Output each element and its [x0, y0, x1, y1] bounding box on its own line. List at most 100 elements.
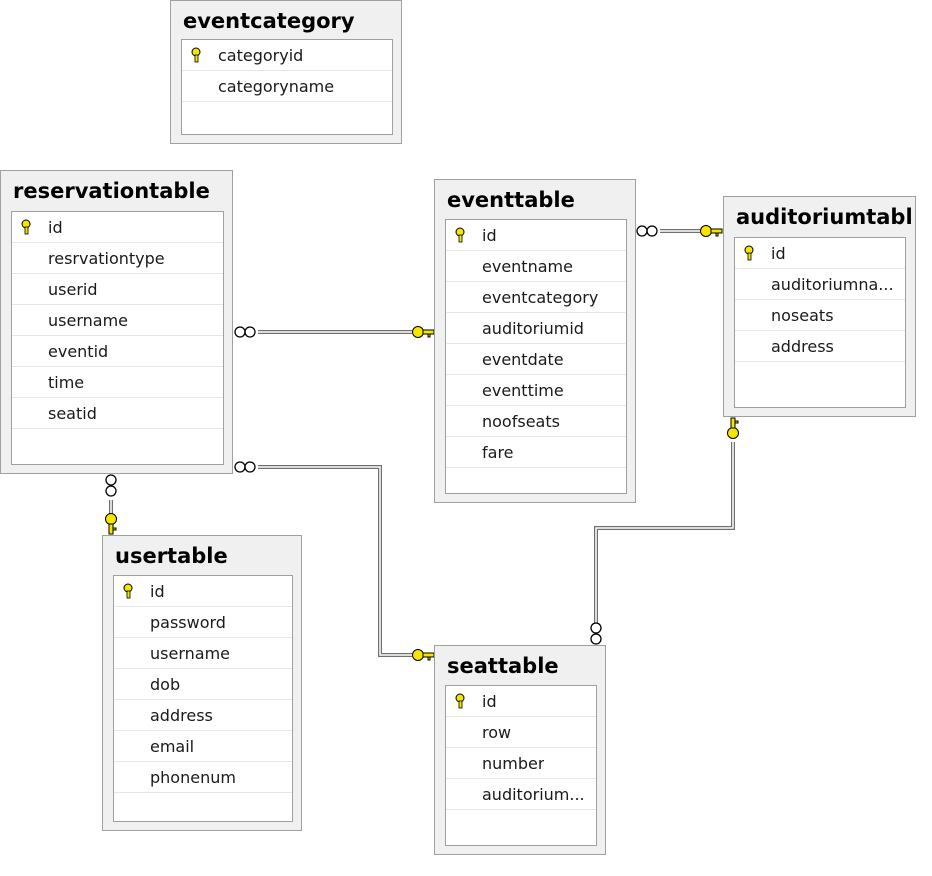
column-list: id eventname eventcategory auditoriumid … [445, 219, 627, 494]
table-seattable[interactable]: seattable id row number auditorium... [434, 645, 606, 855]
column-name: id [771, 244, 786, 263]
column-name: email [150, 737, 195, 756]
column-row[interactable]: time [12, 367, 223, 398]
column-name: phonenum [150, 768, 236, 787]
column-row[interactable]: password [114, 607, 292, 638]
table-title: eventtable [447, 188, 575, 212]
column-name: auditoriumid [482, 319, 584, 338]
column-row[interactable]: id [446, 686, 596, 717]
table-auditoriumtable[interactable]: auditoriumtabl id auditoriumna... noseat… [723, 196, 916, 417]
primary-key-icon [735, 238, 767, 269]
column-list: id row number auditorium... [445, 685, 597, 846]
table-eventcategory[interactable]: eventcategory categoryid categoryname [170, 0, 402, 144]
primary-key-icon [446, 220, 478, 251]
column-row[interactable]: id [114, 576, 292, 607]
column-row[interactable]: resrvationtype [12, 243, 223, 274]
column-row[interactable]: userid [12, 274, 223, 305]
column-list: id password username dob address email p… [113, 575, 293, 822]
column-list: id auditoriumna... noseats address [734, 237, 906, 408]
column-name: eventcategory [482, 288, 599, 307]
key-end-icon [412, 326, 435, 338]
infinity-icon [234, 326, 256, 338]
column-name: noofseats [482, 412, 560, 431]
column-name: address [771, 337, 834, 356]
column-row[interactable]: number [446, 748, 596, 779]
column-row[interactable]: noofseats [446, 406, 626, 437]
infinity-icon [636, 225, 658, 237]
column-name: auditoriumna... [771, 275, 894, 294]
column-row[interactable]: dob [114, 669, 292, 700]
column-row[interactable]: address [114, 700, 292, 731]
column-name: fare [482, 443, 514, 462]
column-row[interactable]: noseats [735, 300, 905, 331]
column-name: eventdate [482, 350, 564, 369]
infinity-icon [105, 474, 117, 497]
column-row[interactable]: eventid [12, 336, 223, 367]
table-usertable[interactable]: usertable id password username dob addre… [102, 535, 302, 831]
key-end-icon [700, 225, 723, 237]
column-row[interactable]: username [12, 305, 223, 336]
column-row[interactable]: fare [446, 437, 626, 468]
column-name: noseats [771, 306, 834, 325]
column-name: username [150, 644, 230, 663]
column-name: time [48, 373, 85, 392]
table-title: eventcategory [183, 9, 355, 33]
primary-key-icon [446, 686, 478, 717]
column-row[interactable]: categoryid [182, 40, 392, 71]
column-row[interactable]: categoryname [182, 71, 392, 102]
column-row[interactable]: id [446, 220, 626, 251]
column-row[interactable]: row [446, 717, 596, 748]
key-end-icon [727, 417, 739, 439]
column-list: categoryid categoryname [181, 39, 393, 135]
column-row[interactable]: auditoriumid [446, 313, 626, 344]
primary-key-icon [114, 576, 146, 607]
table-title: reservationtable [13, 179, 210, 203]
table-reservationtable[interactable]: reservationtable id resrvationtype useri… [0, 170, 233, 474]
table-title: auditoriumtabl [736, 205, 913, 229]
column-row[interactable]: eventdate [446, 344, 626, 375]
column-row[interactable]: eventcategory [446, 282, 626, 313]
column-row[interactable]: id [735, 238, 905, 269]
column-row[interactable]: eventname [446, 251, 626, 282]
column-name: eventtime [482, 381, 564, 400]
column-name: eventname [482, 257, 573, 276]
key-end-icon [412, 649, 435, 661]
column-name: address [150, 706, 213, 725]
column-name: categoryname [218, 77, 335, 96]
column-name: id [482, 692, 497, 711]
key-end-icon [105, 513, 117, 535]
column-name: id [150, 582, 165, 601]
column-name: categoryid [218, 46, 304, 65]
table-title: seattable [447, 654, 559, 678]
column-name: resrvationtype [48, 249, 165, 268]
column-name: userid [48, 280, 98, 299]
table-title: usertable [115, 544, 228, 568]
column-row[interactable]: username [114, 638, 292, 669]
column-name: auditorium... [482, 785, 585, 804]
column-name: dob [150, 675, 181, 694]
column-name: seatid [48, 404, 97, 423]
infinity-icon [234, 461, 256, 473]
column-name: eventid [48, 342, 109, 361]
primary-key-icon [12, 212, 44, 243]
primary-key-icon [182, 40, 214, 71]
column-name: id [48, 218, 63, 237]
table-eventtable[interactable]: eventtable id eventname eventcategory au… [434, 179, 636, 503]
column-name: number [482, 754, 545, 773]
column-name: username [48, 311, 128, 330]
column-row[interactable]: auditorium... [446, 779, 596, 810]
column-row[interactable]: address [735, 331, 905, 362]
column-list: id resrvationtype userid username eventi… [11, 211, 224, 465]
column-row[interactable]: id [12, 212, 223, 243]
column-name: row [482, 723, 512, 742]
column-row[interactable]: email [114, 731, 292, 762]
column-row[interactable]: eventtime [446, 375, 626, 406]
column-name: id [482, 226, 497, 245]
column-row[interactable]: auditoriumna... [735, 269, 905, 300]
column-row[interactable]: phonenum [114, 762, 292, 793]
column-row[interactable]: seatid [12, 398, 223, 429]
infinity-icon [590, 622, 602, 645]
column-name: password [150, 613, 226, 632]
